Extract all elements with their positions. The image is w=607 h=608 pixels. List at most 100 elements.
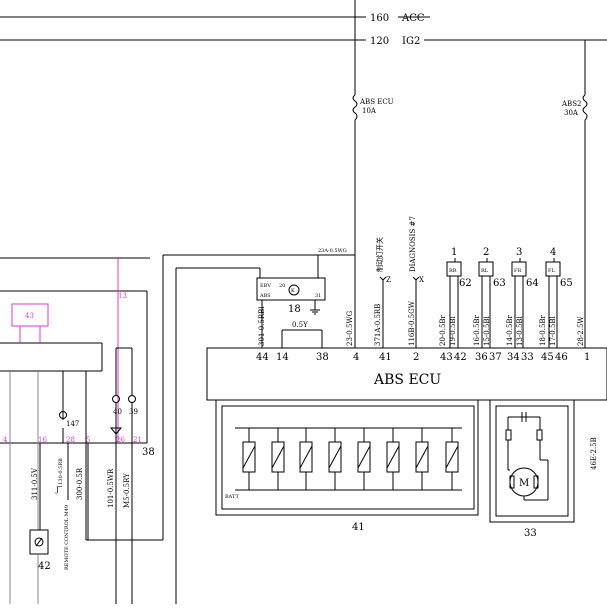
brake-switch-label: 制动灯开关 <box>375 237 384 272</box>
left-pin-5: 5 <box>86 436 90 444</box>
relay-label-abs: ABS <box>259 293 271 299</box>
sensor-1-pin: 62 <box>459 278 472 289</box>
remote-control-label: REMOTE CONTROL M49 <box>64 505 70 570</box>
pin-36: 36 <box>475 352 488 363</box>
svg-text:K: K <box>291 288 295 294</box>
pin-38: 38 <box>316 352 329 363</box>
relay-label-ebv: EBV <box>260 283 271 289</box>
relay-pin-31: 31 <box>315 293 321 299</box>
pump-motor-number: 33 <box>524 528 537 539</box>
wire-19: 19-0.5Bl <box>449 315 457 346</box>
solenoid-valve <box>415 428 429 490</box>
wire-15: 15-0.5Bl <box>483 315 491 346</box>
bulb-39: 39 <box>129 408 138 416</box>
wire-23a-label: 23A-0.5WG <box>318 248 347 254</box>
left-j: J <box>55 486 59 494</box>
pin-2: 2 <box>413 352 419 363</box>
ecu-title: ABS ECU <box>373 372 441 388</box>
fuse-abs-ecu-rating: 10A <box>362 107 377 115</box>
left-panel: 13 43 147 40 39 4 16 28 5 26 21 38 <box>0 257 163 604</box>
pin-46: 46 <box>555 352 568 363</box>
left-pin-16: 16 <box>38 436 47 444</box>
sensor-1-tag: RR <box>449 268 457 274</box>
wheel-sensor-4: 4 FL 65 <box>545 247 573 348</box>
wheel-sensor-1: 1 RR 62 <box>446 247 472 348</box>
pin-33: 33 <box>521 352 534 363</box>
switch-42-number: 42 <box>38 561 51 572</box>
left-wire-311: 311-0.5V <box>31 467 39 500</box>
pin-41: 41 <box>379 352 392 363</box>
fuse-abs2: ABS2 30A <box>561 94 588 121</box>
bulb-40: 40 <box>113 408 122 416</box>
sensor-3-pin: 64 <box>526 278 539 289</box>
left-wire-101: 101-0.5WR <box>107 468 115 508</box>
wire-labels: 301-0.5RBl 23-0.5WG 371A-0.5RB 116B-0.5G… <box>258 300 598 470</box>
pump-motor-symbol: M <box>519 478 529 489</box>
pin-37: 37 <box>489 352 502 363</box>
fuse-abs-ecu-name: ABS ECU <box>359 98 394 106</box>
wire-16: 16-0.5Br <box>473 314 481 346</box>
left-pin-28: 28 <box>66 436 75 444</box>
solenoid-valve <box>242 428 256 490</box>
pin-4: 4 <box>353 352 359 363</box>
bus-120-label: 120 <box>370 36 389 47</box>
sensor-2-pin: 63 <box>493 278 506 289</box>
bulb-147: 147 <box>66 420 79 428</box>
solenoid-valve <box>445 428 459 490</box>
left-pin-4: 4 <box>3 436 8 444</box>
relay-number: 18 <box>288 304 301 315</box>
valve-block-number: 41 <box>352 522 365 533</box>
wire-17: 17-0.5Bl <box>549 315 557 346</box>
wire-116b: 116B-0.5GW <box>408 300 416 346</box>
left-box-number: 43 <box>25 312 34 320</box>
valve-block-batt: BATT <box>225 494 239 500</box>
sensor-2-tag: RL <box>481 268 489 274</box>
bus-160-label: 160 <box>370 13 389 24</box>
bus-lines: 160 ACC 120 IG2 <box>0 13 607 47</box>
bus-ig2-label: IG2 <box>402 36 420 47</box>
pin-14: 14 <box>276 352 289 363</box>
brake-switch-connector: 制动灯开关 Z <box>375 237 391 348</box>
solenoid-valve <box>271 428 285 490</box>
wire-23: 23-0.5WG <box>346 310 354 346</box>
wire-46e: 46E-2.5B <box>590 437 598 470</box>
solenoid-valve <box>357 428 371 490</box>
fuse-abs-ecu: ABS ECU 10A <box>352 94 394 121</box>
relay-pin-20: 20 <box>279 283 285 289</box>
wire-28: 28-2.5W <box>577 316 585 346</box>
wire-371a: 371A-0.5RB <box>374 304 382 346</box>
bus-acc-label: ACC <box>401 13 425 24</box>
left-pin-21: 21 <box>133 436 142 444</box>
sensor-4-tag: FL <box>548 268 555 274</box>
left-connector-38: 38 <box>142 447 155 458</box>
pump-motor-33: M 33 <box>489 399 575 539</box>
connector-z: Z <box>386 276 391 284</box>
left-top-number: 13 <box>118 292 127 300</box>
valve-block-41: BATT 41 <box>215 399 479 533</box>
sensor-2-num: 2 <box>483 247 489 258</box>
sensor-4-pin: 65 <box>560 278 573 289</box>
sensor-1-num: 1 <box>451 247 457 258</box>
left-wire-300: 300-0.5R <box>76 467 84 500</box>
sensor-3-num: 3 <box>516 247 522 258</box>
left-pin-26: 26 <box>116 436 125 444</box>
wheel-sensor-2: 2 RL 63 <box>478 247 506 348</box>
pin-44: 44 <box>256 352 269 363</box>
wire-05y-label: 0.5Y <box>292 321 308 329</box>
fuse-abs2-rating: 30A <box>564 109 579 117</box>
solenoid-valve <box>386 428 400 490</box>
wire-13: 13-0.5Bl <box>516 315 524 346</box>
sensor-4-num: 4 <box>550 247 556 258</box>
connector-x: X <box>419 276 424 284</box>
pin-34: 34 <box>507 352 520 363</box>
wire-14: 14-0.5Br <box>506 314 514 346</box>
diagnosis-label: DIAGNOSIS #7 <box>409 216 417 272</box>
pin-42: 42 <box>454 352 467 363</box>
wheel-sensor-3: 3 FR 64 <box>511 247 539 348</box>
wire-18: 18-0.5Br <box>539 314 547 346</box>
solenoid-valve <box>328 428 342 490</box>
remote-small-label: 1130-0.5RB <box>58 458 64 488</box>
wire-301: 301-0.5RBl <box>258 306 266 346</box>
